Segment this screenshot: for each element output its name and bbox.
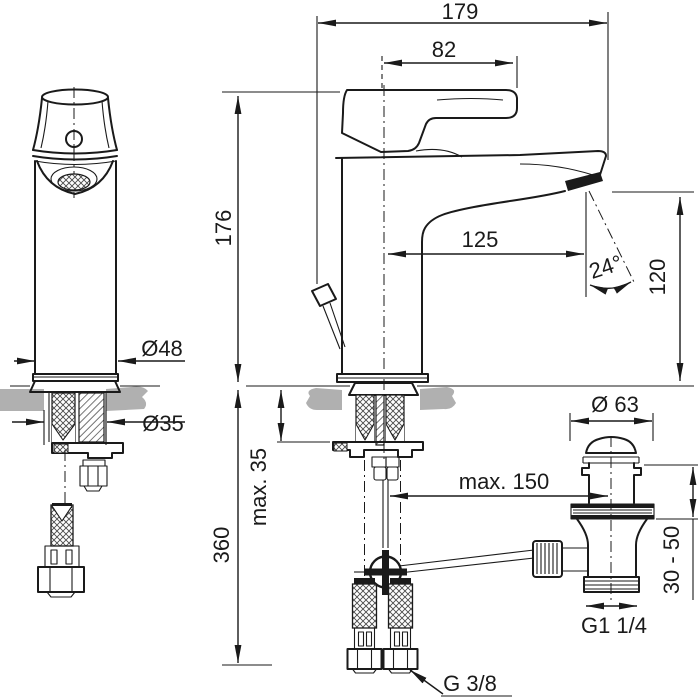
dim-label-d48: Ø48: [141, 336, 183, 361]
front-view: [29, 87, 124, 598]
dim-label-30-50: 30 - 50: [659, 526, 684, 595]
deck-front-left: [0, 389, 44, 411]
waste-cap: [582, 436, 640, 464]
front-mounting-shank: [48, 392, 124, 492]
dim-label-d35: Ø35: [142, 411, 184, 436]
dim-label-max150: max. 150: [459, 469, 550, 494]
side-spout-body: [335, 150, 607, 396]
front-body: [29, 155, 121, 393]
deck-side-right: [420, 387, 456, 410]
waste-lower-body: [576, 518, 648, 593]
dim-label-82: 82: [432, 37, 456, 62]
dim-waste-thread: G1 1/4: [581, 602, 647, 638]
dim-spout-reach: 125: [388, 227, 584, 258]
front-handle: [32, 88, 118, 155]
dim-label-179: 179: [442, 0, 479, 24]
deck-front-right: [106, 386, 148, 411]
aerator-outlet: [565, 172, 603, 191]
dim-base-diameter: Ø48: [14, 336, 185, 365]
dimensions: 179 82 176 125 24° 120: [12, 0, 698, 697]
side-handle: [341, 89, 518, 158]
waste-flange-seal: [570, 503, 655, 520]
side-base-plate: [336, 373, 429, 383]
dim-total-projection: 179: [316, 0, 609, 284]
dim-max-rod-reach: max. 150: [390, 469, 608, 500]
dim-label-176: 176: [211, 210, 236, 247]
dim-max-deck-thickness: max. 35: [246, 390, 330, 526]
dim-outlet-angle: 24°: [585, 190, 635, 297]
side-view: [311, 85, 607, 674]
supply-hose-right: [382, 578, 419, 674]
dim-label-120: 120: [645, 259, 670, 296]
dim-label-g114: G1 1/4: [581, 613, 647, 638]
front-escutcheon: [29, 380, 121, 393]
dim-mounting-hole: Ø35: [12, 410, 185, 445]
front-base-plate: [32, 373, 119, 382]
dim-label-360: 360: [209, 527, 234, 564]
pop-up-rod-knob: [311, 283, 346, 350]
dim-label-max35: max. 35: [246, 448, 271, 526]
dim-body-height: 176: [211, 91, 340, 382]
side-hose-ends: [371, 456, 400, 481]
label-supply-thread: G 3/8: [409, 669, 512, 697]
side-mounting-bracket: [332, 441, 424, 458]
dim-waste-deck-range: 30 - 50: [644, 464, 698, 600]
dim-label-d63: Ø 63: [591, 392, 639, 417]
waste-side-inlet: [532, 540, 588, 578]
horizontal-linkage-rod: [398, 549, 535, 574]
dim-handle-length: 82: [381, 37, 518, 91]
supply-hose-left: [346, 578, 383, 674]
side-mounting-shank: [332, 394, 424, 580]
deck-side-left: [306, 388, 342, 410]
pop-up-waste-assembly: [532, 436, 655, 600]
aerator-screen: [57, 173, 91, 191]
dim-label-g38: G 3/8: [443, 671, 497, 696]
dim-waste-cap-diameter: Ø 63: [569, 392, 654, 441]
pop-up-linkage: [354, 480, 535, 595]
aerator-housing: [50, 166, 98, 192]
front-supply-hose: [37, 450, 85, 598]
dim-label-125: 125: [462, 227, 499, 252]
side-supply-hoses: [346, 578, 419, 674]
dim-outlet-height: 120: [612, 191, 694, 381]
front-hose-coupling: [79, 459, 108, 492]
dim-hose-drop: 360: [209, 390, 272, 666]
dim-label-24deg: 24°: [586, 250, 625, 284]
waste-upper-body: [581, 462, 642, 504]
